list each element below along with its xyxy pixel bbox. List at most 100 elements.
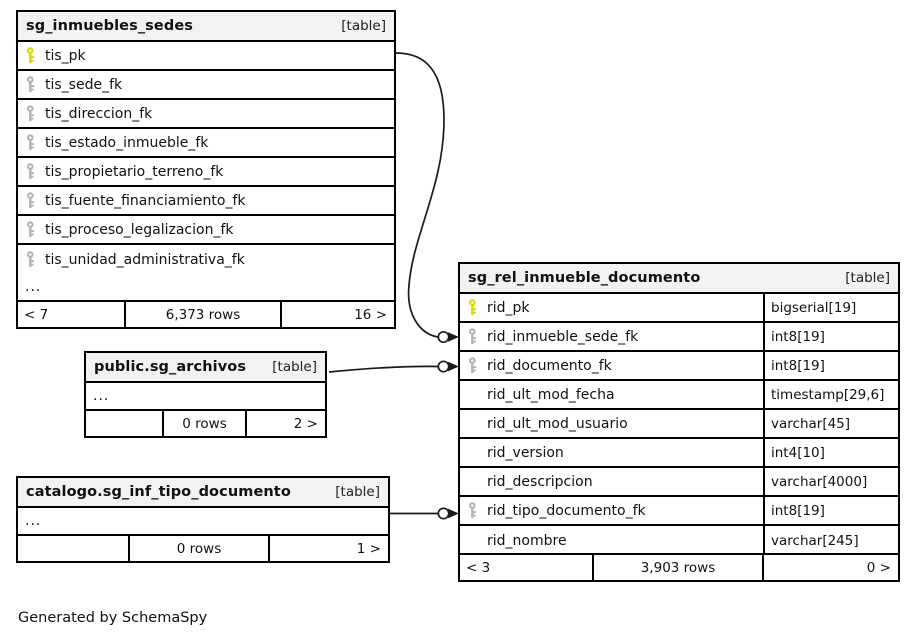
column-name: tis_fuente_financiamiento_fk bbox=[45, 192, 246, 209]
table-column-row[interactable]: tis_direccion_fk bbox=[18, 100, 394, 129]
column-name-cell: rid_inmueble_sede_fk bbox=[460, 323, 763, 350]
footer-child-count[interactable]: 1 > bbox=[356, 540, 381, 557]
column-type: int8[19] bbox=[763, 352, 898, 379]
table-header: catalogo.sg_inf_tipo_documento [table] bbox=[18, 478, 388, 508]
column-type: int4[10] bbox=[763, 439, 898, 466]
column-type: timestamp[29,6] bbox=[763, 381, 898, 408]
footer-child-count[interactable]: 0 > bbox=[866, 559, 891, 576]
table-node-sg-inmuebles-sedes[interactable]: sg_inmuebles_sedes [table] tis_pk tis_sed… bbox=[16, 10, 396, 329]
table-column-row[interactable]: rid_descripcion varchar[4000] bbox=[460, 468, 898, 497]
table-title: sg_rel_inmueble_documento bbox=[468, 270, 701, 286]
more-columns-indicator: ... bbox=[86, 383, 325, 411]
column-name: rid_documento_fk bbox=[487, 357, 612, 374]
table-column-row[interactable]: tis_propietario_terreno_fk bbox=[18, 158, 394, 187]
footer-row-count: 3,903 rows bbox=[592, 555, 764, 580]
column-name-cell: tis_sede_fk bbox=[18, 71, 394, 98]
column-type: varchar[45] bbox=[763, 410, 898, 437]
column-type: varchar[4000] bbox=[763, 468, 898, 495]
table-columns: tis_pk tis_sede_fk tis_direccion_fk tis_est… bbox=[18, 42, 394, 274]
table-footer: 0 rows 1 > bbox=[18, 534, 388, 561]
foreign-key-icon bbox=[25, 251, 45, 268]
table-node-sg-rel-inmueble-documento[interactable]: sg_rel_inmueble_documento [table] rid_pk… bbox=[458, 262, 900, 582]
footer-parent-count[interactable] bbox=[18, 536, 128, 561]
table-title: catalogo.sg_inf_tipo_documento bbox=[26, 484, 291, 500]
table-column-row[interactable]: tis_estado_inmueble_fk bbox=[18, 129, 394, 158]
column-name-cell: rid_documento_fk bbox=[460, 352, 763, 379]
table-column-row[interactable]: tis_fuente_financiamiento_fk bbox=[18, 187, 394, 216]
table-footer: 0 rows 2 > bbox=[86, 409, 325, 436]
column-name: rid_inmueble_sede_fk bbox=[487, 328, 639, 345]
table-type-tag: [table] bbox=[341, 18, 386, 34]
footer-parent-count[interactable]: < 3 bbox=[466, 559, 491, 576]
column-name-cell: rid_nombre bbox=[460, 526, 763, 555]
footer-child-count[interactable]: 2 > bbox=[293, 415, 318, 432]
foreign-key-icon bbox=[25, 76, 45, 93]
footer-child-count[interactable]: 16 > bbox=[354, 306, 387, 323]
table-column-row[interactable]: rid_inmueble_sede_fk int8[19] bbox=[460, 323, 898, 352]
column-name-cell: tis_pk bbox=[18, 42, 394, 69]
foreign-key-icon bbox=[25, 192, 45, 209]
table-column-row[interactable]: tis_proceso_legalizacion_fk bbox=[18, 216, 394, 245]
column-name-cell: rid_ult_mod_usuario bbox=[460, 410, 763, 437]
column-name: tis_estado_inmueble_fk bbox=[45, 134, 209, 151]
column-name-cell: rid_tipo_documento_fk bbox=[460, 497, 763, 524]
column-name-cell: rid_pk bbox=[460, 294, 763, 321]
table-header: sg_inmuebles_sedes [table] bbox=[18, 12, 394, 42]
column-name-cell: tis_estado_inmueble_fk bbox=[18, 129, 394, 156]
table-column-row[interactable]: tis_unidad_administrativa_fk bbox=[18, 245, 394, 274]
column-name: tis_unidad_administrativa_fk bbox=[45, 251, 245, 268]
table-column-row[interactable]: tis_pk bbox=[18, 42, 394, 71]
column-name: rid_pk bbox=[487, 299, 530, 316]
column-name: rid_descripcion bbox=[487, 473, 593, 490]
table-header: public.sg_archivos [table] bbox=[86, 353, 325, 383]
table-column-row[interactable]: rid_pk bigserial[19] bbox=[460, 294, 898, 323]
foreign-key-icon bbox=[25, 105, 45, 122]
foreign-key-icon bbox=[25, 163, 45, 180]
table-title: sg_inmuebles_sedes bbox=[26, 18, 193, 34]
table-type-tag: [table] bbox=[845, 270, 890, 286]
table-header: sg_rel_inmueble_documento [table] bbox=[460, 264, 898, 294]
column-type: int8[19] bbox=[763, 323, 898, 350]
table-column-row[interactable]: rid_documento_fk int8[19] bbox=[460, 352, 898, 381]
column-type: varchar[245] bbox=[763, 526, 898, 555]
footer-parent-count[interactable]: < 7 bbox=[24, 306, 49, 323]
column-name-cell: tis_proceso_legalizacion_fk bbox=[18, 216, 394, 243]
relationship-edge-documento bbox=[328, 360, 459, 373]
column-type: bigserial[19] bbox=[763, 294, 898, 321]
table-column-row[interactable]: rid_nombre varchar[245] bbox=[460, 526, 898, 555]
table-column-row[interactable]: rid_ult_mod_usuario varchar[45] bbox=[460, 410, 898, 439]
generated-by-credit: Generated by SchemaSpy bbox=[18, 610, 208, 626]
foreign-key-icon bbox=[25, 134, 45, 151]
table-node-catalogo-sg-inf-tipo-documento[interactable]: catalogo.sg_inf_tipo_documento [table] .… bbox=[16, 476, 390, 563]
table-column-row[interactable]: rid_ult_mod_fecha timestamp[29,6] bbox=[460, 381, 898, 410]
relationship-edge-inmueble-sede bbox=[395, 52, 459, 344]
column-name-cell: rid_descripcion bbox=[460, 468, 763, 495]
column-name: tis_proceso_legalizacion_fk bbox=[45, 221, 234, 238]
column-type: int8[19] bbox=[763, 497, 898, 524]
column-name: rid_tipo_documento_fk bbox=[487, 502, 646, 519]
column-name: tis_propietario_terreno_fk bbox=[45, 163, 224, 180]
column-name: rid_nombre bbox=[487, 532, 567, 549]
table-footer: < 3 3,903 rows 0 > bbox=[460, 553, 898, 580]
column-name-cell: tis_propietario_terreno_fk bbox=[18, 158, 394, 185]
column-name-cell: tis_direccion_fk bbox=[18, 100, 394, 127]
table-footer: < 7 6,373 rows 16 > bbox=[18, 300, 394, 327]
footer-row-count: 6,373 rows bbox=[124, 302, 282, 327]
column-name: tis_direccion_fk bbox=[45, 105, 153, 122]
relationship-edge-tipo-documento bbox=[390, 507, 459, 520]
table-column-row[interactable]: tis_sede_fk bbox=[18, 71, 394, 100]
table-type-tag: [table] bbox=[272, 359, 317, 375]
table-column-row[interactable]: rid_tipo_documento_fk int8[19] bbox=[460, 497, 898, 526]
column-name: rid_ult_mod_fecha bbox=[487, 386, 615, 403]
table-node-public-sg-archivos[interactable]: public.sg_archivos [table] ... 0 rows 2 … bbox=[84, 351, 327, 438]
footer-parent-count[interactable] bbox=[86, 411, 162, 436]
column-name-cell: tis_unidad_administrativa_fk bbox=[18, 245, 394, 274]
more-columns-indicator: ... bbox=[18, 508, 388, 536]
column-name: rid_ult_mod_usuario bbox=[487, 415, 628, 432]
column-name: rid_version bbox=[487, 444, 564, 461]
foreign-key-icon bbox=[25, 221, 45, 238]
table-column-row[interactable]: rid_version int4[10] bbox=[460, 439, 898, 468]
column-name: tis_pk bbox=[45, 47, 86, 64]
primary-key-icon bbox=[467, 299, 487, 316]
